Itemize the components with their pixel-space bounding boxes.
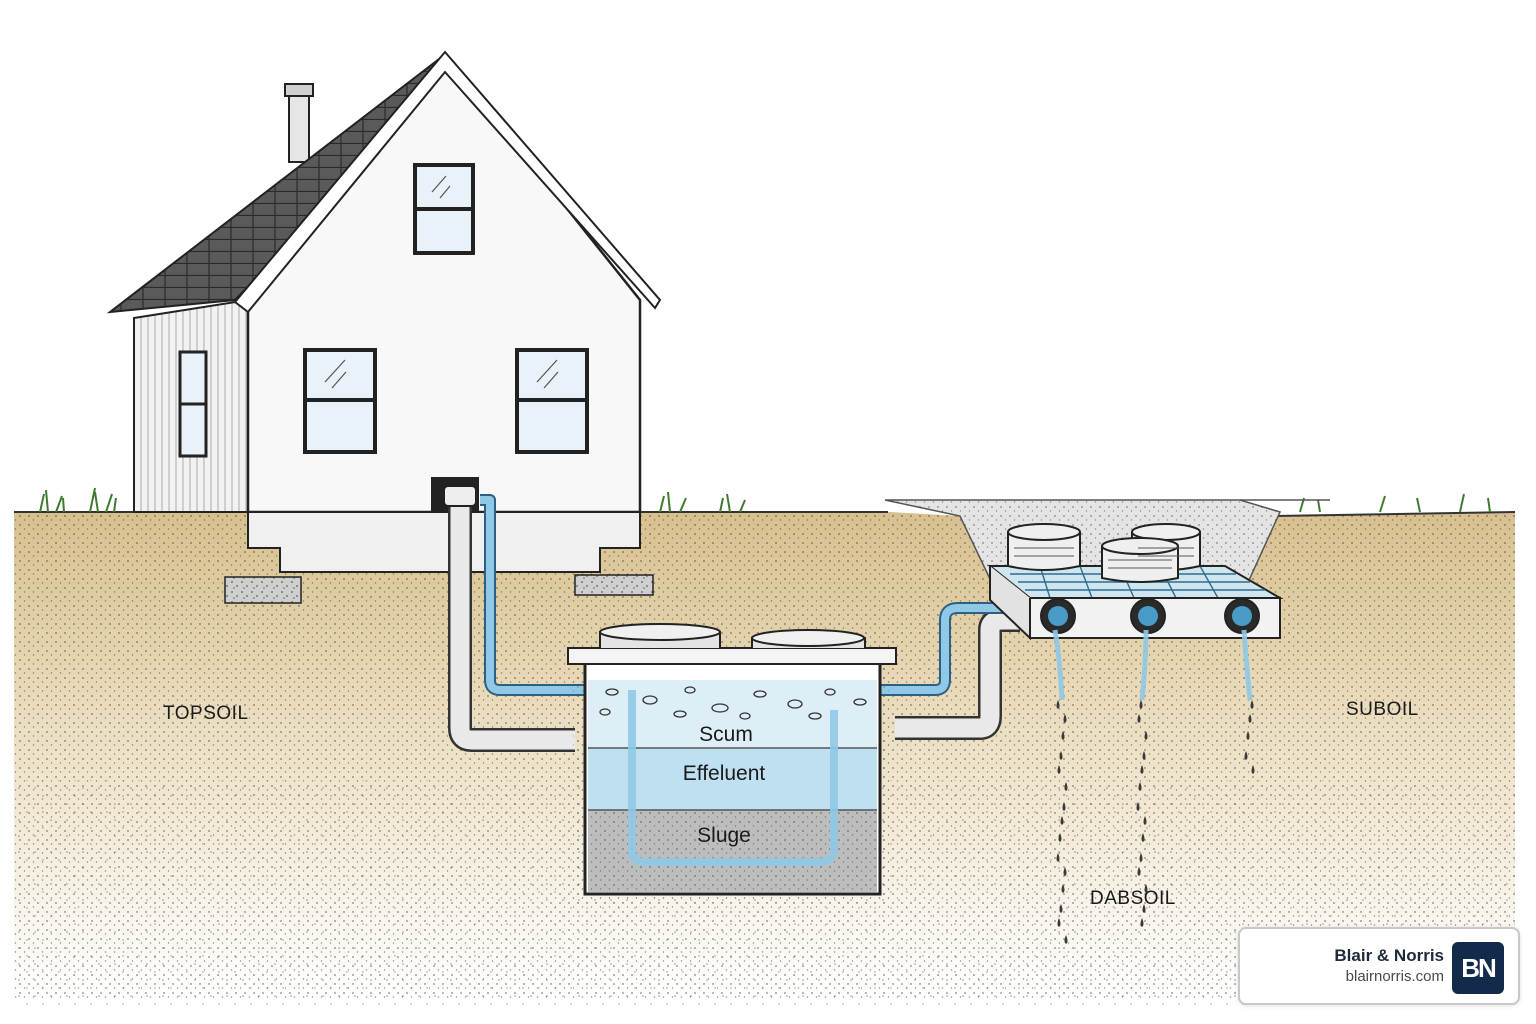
water-drop [1061, 884, 1065, 893]
water-drop [1136, 802, 1140, 811]
brand-url: blairnorris.com [1345, 968, 1444, 985]
brand-text: Blair & Norris blairnorris.com [1334, 945, 1444, 987]
side-window [178, 350, 208, 458]
water-drop [1063, 714, 1067, 723]
right-window [515, 348, 589, 454]
water-drop [1244, 751, 1248, 760]
water-drop [1060, 816, 1064, 825]
water-drips [1056, 700, 1255, 944]
water-drop [1139, 700, 1143, 709]
water-drop [1063, 867, 1067, 876]
water-drop [1139, 853, 1143, 862]
water-drop [1064, 935, 1068, 944]
brand-logo-icon: BN [1452, 942, 1504, 994]
water-drop [1140, 765, 1144, 774]
water-drop [1141, 833, 1145, 842]
water-drop [1056, 700, 1060, 709]
water-drop [1137, 867, 1141, 876]
water-drop [1140, 918, 1144, 927]
water-drop [1248, 714, 1252, 723]
water-drop [1142, 751, 1146, 760]
water-drop [1142, 904, 1146, 913]
house [106, 50, 662, 604]
subsoil-label: SUBOIL [1346, 699, 1419, 720]
water-drop [1057, 765, 1061, 774]
water-drop [1144, 884, 1148, 893]
brand-name: Blair & Norris [1334, 946, 1444, 965]
water-drop [1057, 918, 1061, 927]
topsoil-label: TOPSOIL [163, 703, 249, 724]
water-drop [1061, 731, 1065, 740]
water-drop [1137, 714, 1141, 723]
septic-tank [567, 623, 897, 903]
water-drop [1059, 904, 1063, 913]
water-streams [1052, 629, 1253, 701]
water-drop [1143, 816, 1147, 825]
effluent-label: Effeluent [683, 762, 766, 785]
water-drop [1064, 782, 1068, 791]
left-window [303, 348, 377, 454]
sludge-label: Sluge [697, 824, 751, 847]
effluent-layer [588, 748, 877, 810]
water-drop [1138, 782, 1142, 791]
scum-label: Scum [699, 723, 753, 746]
drain-field [884, 499, 1330, 641]
water-drop [1251, 765, 1255, 774]
attic-window [413, 163, 475, 255]
water-drop [1062, 802, 1066, 811]
brand-card: Blair & Norris blairnorris.com BN [1238, 927, 1520, 1005]
water-drop [1144, 731, 1148, 740]
scum-layer [588, 680, 877, 748]
dabsoil-label: DABSOIL [1090, 888, 1176, 909]
water-drop [1056, 853, 1060, 862]
water-drop [1250, 700, 1254, 709]
water-drop [1246, 731, 1250, 740]
barrels [1007, 523, 1201, 583]
water-drop [1058, 833, 1062, 842]
water-drop [1059, 751, 1063, 760]
